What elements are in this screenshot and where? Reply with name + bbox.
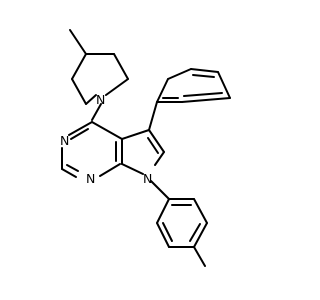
bond-c5-phenyl <box>148 101 158 131</box>
pyrrole-ring <box>121 129 165 175</box>
bond-tol-inner-c <box>162 222 173 242</box>
bond-n7-tolyl <box>150 180 170 200</box>
bond-tol-2-3 <box>193 198 208 224</box>
bond-tol-3-4 <box>193 222 208 248</box>
bond-c4-n3 <box>68 121 93 136</box>
bond-ph-inner-b <box>192 74 215 78</box>
bond-tol-methyl <box>193 246 206 267</box>
bond-pip-c6-c5 <box>71 78 87 105</box>
bond-c5-c6 <box>148 129 165 153</box>
bond-pip-n-c6 <box>85 94 97 105</box>
bond-ph-4-3 <box>217 71 231 99</box>
bond-tol-5-6 <box>156 222 170 248</box>
atom-label-n-pyrimidine-upper: N <box>60 133 69 148</box>
bond-ph-5-4 <box>190 68 219 73</box>
bond-tol-inner-b <box>189 223 201 242</box>
tolyl-ring <box>150 180 208 267</box>
bond-c2-n1-inner <box>66 164 79 172</box>
bond-ph-2-3 <box>181 97 231 103</box>
bond-c5-c6-inner <box>147 137 159 154</box>
bond-c6-n7 <box>154 151 165 166</box>
bond-methyl-piperidine <box>69 29 87 55</box>
atom-label-n-pyrimidine-lower: N <box>86 171 95 186</box>
atom-label-n-pyrrole: N <box>143 171 152 186</box>
molecule-svg: N N N N <box>60 29 231 267</box>
bond-c4a-c5 <box>121 129 150 140</box>
molecule-diagram: N N N N <box>60 29 231 267</box>
bond-pipN-c4 <box>91 103 102 121</box>
bond-c4-c4a <box>91 121 123 140</box>
bond-ph-inner-c <box>183 92 223 97</box>
bond-ph-1-6 <box>156 78 169 103</box>
bond-pip-c5-c4 <box>71 53 87 80</box>
bond-pip-c3-c2 <box>113 53 129 80</box>
phenyl-ring <box>148 68 231 131</box>
bond-tol-6-1 <box>156 198 170 224</box>
bond-n1-c7a <box>99 163 121 177</box>
bond-c4-n3-inner <box>70 128 89 140</box>
bond-pip-c2-n <box>105 78 129 96</box>
methylpiperidine-group <box>69 29 129 105</box>
pyrimidine-ring <box>61 121 123 178</box>
bond-ph-6-5 <box>167 68 192 80</box>
atom-label-n-piperidine: N <box>96 92 105 107</box>
bond-n7-c7a <box>121 163 144 175</box>
bond-c2-n1 <box>61 168 77 178</box>
